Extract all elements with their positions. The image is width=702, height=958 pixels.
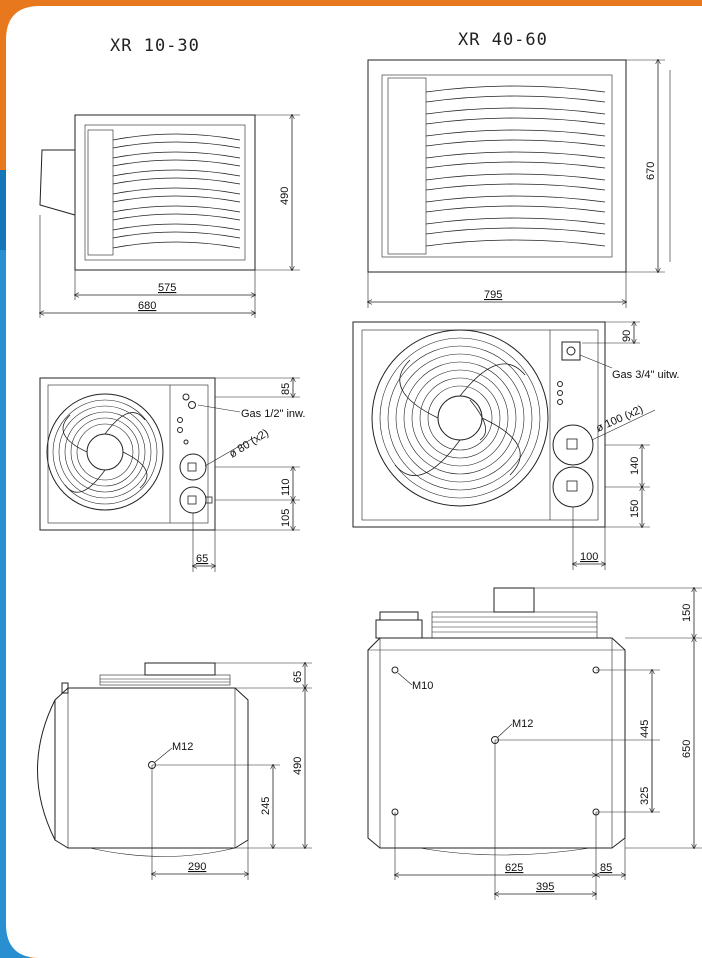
dim-center: 395 xyxy=(536,881,554,893)
dim-mount-x: 290 xyxy=(188,861,206,873)
dim-mount-spacing: 445 xyxy=(639,720,651,738)
unit-body xyxy=(39,377,216,531)
dim-depth: 650 xyxy=(681,740,693,758)
fan-rings xyxy=(52,399,158,505)
dim-pipe-offset: 65 xyxy=(196,553,208,565)
top-view-small xyxy=(37,663,312,880)
top-view-large xyxy=(367,588,702,900)
fan-blades xyxy=(394,359,526,476)
fan-rings xyxy=(379,337,541,499)
dim-bottom: 105 xyxy=(280,509,292,527)
unit-body xyxy=(367,59,627,273)
corner-mount-label: M10 xyxy=(412,680,433,692)
louvers xyxy=(112,133,241,249)
corner-mount xyxy=(391,666,399,674)
title-large-series: XR 40-60 xyxy=(458,30,548,50)
white-panel xyxy=(6,6,702,958)
dim-pipe-offset: 100 xyxy=(580,551,598,563)
mount-label: M12 xyxy=(172,741,193,753)
dim-mount-offset: 245 xyxy=(260,797,272,815)
dim-top: 65 xyxy=(292,671,304,683)
dim-top: 150 xyxy=(681,604,693,622)
dim-width: 625 xyxy=(505,862,523,874)
unit-body xyxy=(352,321,606,528)
fan-guard xyxy=(371,329,549,507)
front-view-small xyxy=(40,115,300,318)
fan-blades xyxy=(62,412,148,493)
fan-guard xyxy=(46,393,164,511)
dim-inner-width: 575 xyxy=(158,282,176,294)
gas-label: Gas 3/4" uitw. xyxy=(612,369,680,381)
dim-mount-offset: 325 xyxy=(639,787,651,805)
gas-connector xyxy=(561,341,581,361)
dim-height: 670 xyxy=(645,162,657,180)
dim-outer-width: 680 xyxy=(138,300,156,312)
back-view-large xyxy=(352,321,656,570)
unit-body xyxy=(74,114,256,271)
fan-housing-bulge xyxy=(39,149,76,216)
front-view-large xyxy=(367,59,671,308)
dim-pipe-gap: 140 xyxy=(629,457,641,475)
dim-height: 490 xyxy=(279,187,291,205)
dim-pipe-gap: 110 xyxy=(280,478,292,496)
dim-edge: 85 xyxy=(600,862,612,874)
mount-label: M12 xyxy=(512,718,533,730)
gas-label: Gas 1/2" inw. xyxy=(241,408,305,420)
dim-depth: 490 xyxy=(292,757,304,775)
pipe-upper xyxy=(179,453,207,481)
pipe-upper xyxy=(552,424,594,466)
dim-bottom: 150 xyxy=(629,500,641,518)
dim-top: 85 xyxy=(280,383,292,395)
dim-top: 90 xyxy=(621,330,633,342)
back-view-small xyxy=(39,377,300,572)
title-small-series: XR 10-30 xyxy=(110,36,200,56)
dim-width: 795 xyxy=(484,289,502,301)
louvers xyxy=(425,85,606,247)
